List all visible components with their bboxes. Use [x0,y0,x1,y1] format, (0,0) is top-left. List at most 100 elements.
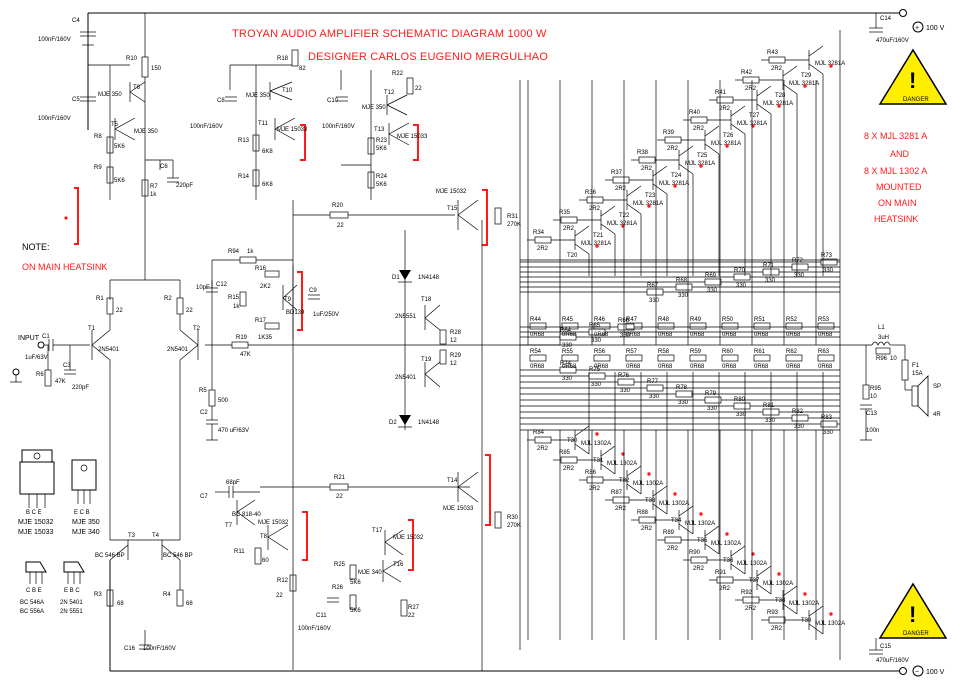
positive-supply-terminal: + 100 V [899,9,945,33]
svg-text:BC 546A: BC 546A [20,600,44,606]
emitter-resistor-ref: R45 [562,317,574,323]
svg-text:MJE 15033: MJE 15033 [443,506,474,512]
emitter-resistor-ref: R46 [594,317,606,323]
negative-supply-terminal: − 100 V [899,665,945,677]
svg-text:R31: R31 [507,214,519,220]
drive-resistor-ref: R36 [585,190,597,196]
svg-text:C16: C16 [124,646,136,652]
drive-resistor-value: 2R2 [537,246,549,252]
transistor-ref: T28 [775,93,786,99]
svg-text:MJE 340: MJE 340 [358,570,382,576]
svg-text:BC 546 BP: BC 546 BP [95,553,125,559]
svg-text:C5: C5 [72,97,80,103]
emitter-resistor-ref: R47 [626,317,638,323]
svg-text:R2: R2 [164,296,172,302]
svg-text:C15: C15 [880,644,892,650]
balance-resistor-ref: R78 [676,385,688,391]
svg-text:47K: 47K [240,352,251,358]
balance-resistor-value: 330 [736,283,747,289]
transistor-collector [652,165,668,177]
transistor-model: MJL 3281A [815,61,845,67]
svg-text:C12: C12 [216,282,228,288]
drive-resistor [742,596,760,604]
svg-text:MJE 15033: MJE 15033 [397,134,428,140]
svg-text:R6: R6 [36,372,44,378]
heatsink-dot [829,612,833,616]
transistor-emitter [808,63,824,75]
emitter-resistor [817,322,835,330]
drive-resistor-value: 2R2 [693,566,705,572]
svg-text:C2: C2 [200,410,208,416]
svg-text:5K6: 5K6 [114,178,125,184]
transistor-ref: T22 [619,213,630,219]
svg-text:−: − [915,669,919,676]
transistor-collector [782,65,798,77]
svg-text:2N5401: 2N5401 [98,347,120,353]
upper-driver-block: R18 82 C8 100nF/160V T10 MJE 350 T11 MJE… [190,49,428,200]
transistor-ref: T32 [619,478,630,484]
svg-text:1k: 1k [150,192,157,198]
svg-text:R95: R95 [870,386,882,392]
svg-text:T6: T6 [133,85,141,91]
emitter-resistor [561,354,579,362]
balance-resistor [588,372,606,380]
svg-text:T14: T14 [447,478,458,484]
emitter-resistor-ref: R61 [754,349,766,355]
transistor-collector [704,125,720,137]
emitter-resistor-ref: R60 [722,349,734,355]
svg-text:MOUNTED: MOUNTED [876,182,922,192]
svg-text:R5: R5 [199,388,207,394]
svg-text:470 uF/63V: 470 uF/63V [218,428,249,434]
transistor-emitter [678,523,694,535]
heatsink-brackets [297,124,491,571]
balance-resistor-value: 330 [765,418,776,424]
emitter-resistor-ref: R57 [626,349,638,355]
emitter-resistor-ref: R62 [786,349,798,355]
balance-resistor [675,283,693,291]
svg-text:R13: R13 [238,138,250,144]
emitter-resistor-ref: R49 [690,317,702,323]
drive-resistor-ref: R89 [663,530,675,536]
emitter-resistor [817,354,835,362]
emitter-resistor [625,322,643,330]
transistor-ref: T30 [567,438,578,444]
svg-text:MJE 350: MJE 350 [72,519,100,526]
danger-sign-top: ! DANGER [878,48,948,105]
transistor-collector [678,145,694,157]
drive-resistor-value: 2R2 [641,526,653,532]
svg-text:R12: R12 [277,578,289,584]
transistor-model: MJL 3281A [789,81,819,87]
balance-resistor-ref: R72 [792,258,804,264]
svg-text:C14: C14 [880,16,892,22]
transistor-ref: T21 [593,233,604,239]
svg-text:HEATSINK: HEATSINK [874,214,918,224]
svg-text:2N 5551: 2N 5551 [60,609,83,615]
svg-text:100nF/160V: 100nF/160V [298,626,331,632]
svg-text:R25: R25 [334,562,346,568]
balance-resistor-value: 330 [823,268,834,274]
transistor-ref: T27 [749,113,760,119]
heatsink-dot [777,572,781,576]
svg-text:47K: 47K [55,379,66,385]
drive-resistor [664,136,682,144]
svg-text:T10: T10 [282,88,293,94]
emitter-resistor-value: 0R68 [722,332,737,338]
drive-resistor [560,456,578,464]
svg-text:R26: R26 [332,585,344,591]
transistor-emitter [652,183,668,195]
svg-text:3uH: 3uH [878,335,889,341]
emitter-resistor [785,354,803,362]
svg-text:R24: R24 [376,174,388,180]
drive-resistor [742,76,760,84]
emitter-resistor-ref: R52 [786,317,798,323]
current-source-block: C4 100nF/160V C5 100nF/160V R10 150 T6 M… [38,13,193,200]
svg-text:22: 22 [276,593,283,599]
transistor-model: MJL 1302A [685,521,715,527]
drive-resistor-value: 2R2 [589,486,601,492]
